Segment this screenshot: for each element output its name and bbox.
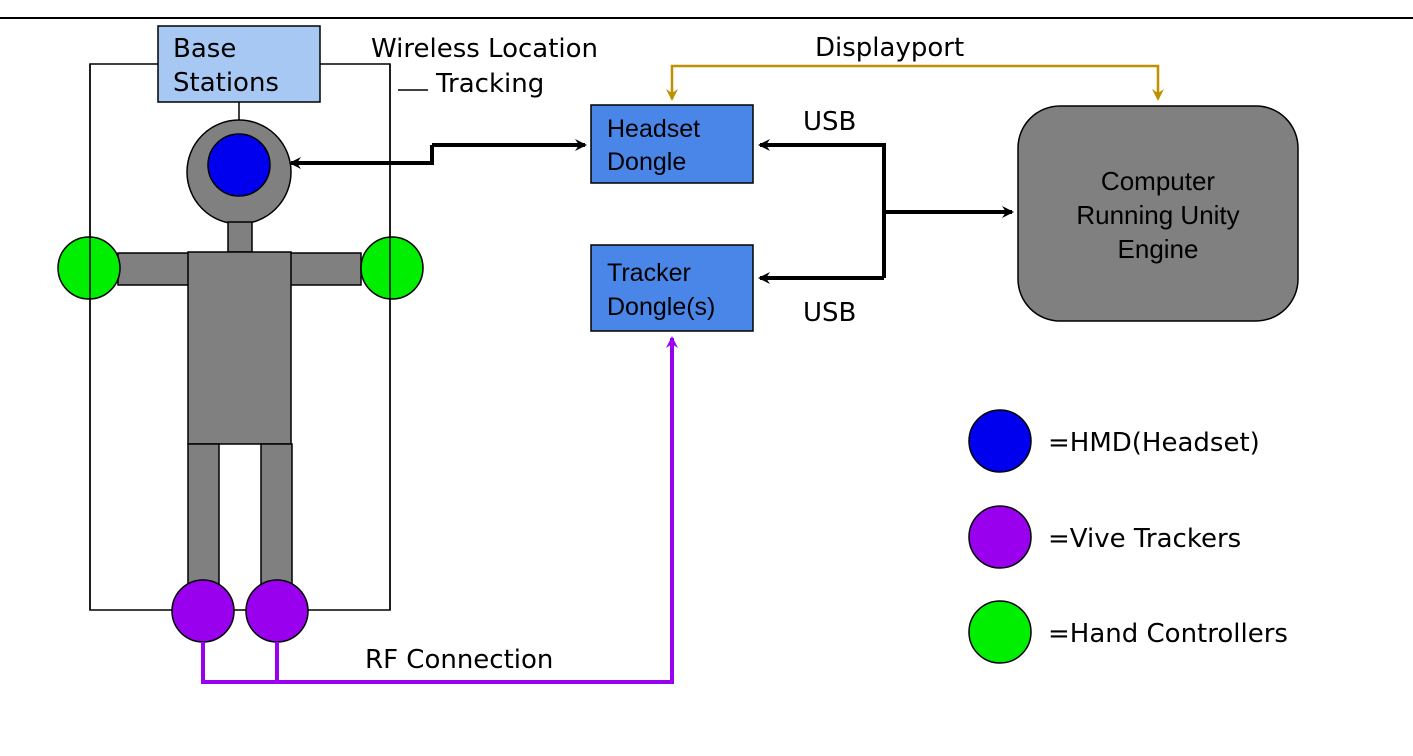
right-leg [260, 443, 293, 593]
left-arm [117, 252, 197, 286]
base-stations-box [157, 25, 321, 103]
displayport-label: Displayport [815, 33, 964, 63]
base-stations-label-line1: Base [173, 34, 236, 64]
headset-dongle-box [590, 104, 754, 184]
displayport-line-right [820, 64, 1164, 101]
tracker-dongle-label-line1: Tracker [607, 259, 691, 287]
headset-dongle-label-line2: Dongle [607, 148, 686, 176]
headset-dongle-link [289, 145, 434, 169]
hmd-headset-icon [207, 133, 271, 197]
wireless-location-label: Wireless Location [371, 34, 598, 64]
legend-hmd-label: =HMD(Headset) [1048, 428, 1260, 458]
usb-bottom-label: USB [803, 298, 856, 328]
headset-dongle-label-line1: Headset [607, 115, 700, 143]
left-leg [187, 443, 220, 593]
computer-box [1017, 105, 1299, 322]
hmd-headset-icon [968, 409, 1032, 473]
tracker-dongle-label-line2: Dongle(s) [607, 293, 715, 321]
person-figure [117, 119, 362, 593]
right-foot-tracker-icon [245, 579, 309, 643]
left-hand-controller-icon [57, 236, 121, 300]
hand-controller-icon [968, 600, 1032, 664]
torso [187, 251, 292, 445]
legend-controller-label: =Hand Controllers [1048, 619, 1288, 649]
tracking-label: Tracking [435, 69, 544, 99]
neck [227, 221, 253, 253]
computer-label-line2: Running Unity [1076, 200, 1239, 230]
right-hand-controller-icon [360, 236, 424, 300]
usb-top-label: USB [803, 107, 856, 137]
computer-label-line3: Engine [1118, 234, 1199, 264]
base-stations-label-line2: Stations [173, 68, 279, 98]
right-arm [282, 252, 362, 286]
left-foot-tracker-icon [171, 579, 235, 643]
computer-label-line1: Computer [1101, 166, 1215, 196]
legend: =HMD(Headset) =Vive Trackers =Hand Contr… [968, 409, 1288, 664]
legend-tracker-label: =Vive Trackers [1048, 524, 1241, 554]
rf-connection-line [201, 336, 678, 684]
vive-tracker-icon [968, 505, 1032, 569]
rf-connection-label: RF Connection [365, 645, 553, 675]
displayport-line-left [666, 64, 820, 101]
tracker-dongle-box [590, 244, 754, 332]
